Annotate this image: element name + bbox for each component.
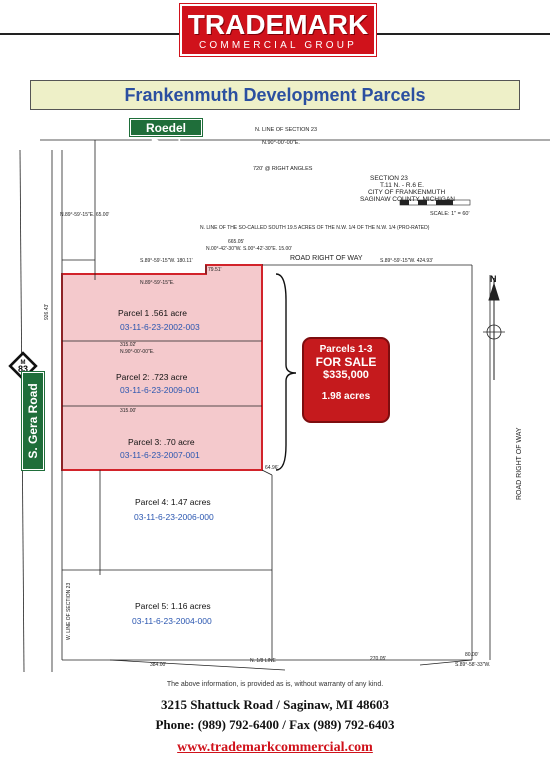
parcel-3-label: Parcel 3: .70 acre [128, 437, 195, 447]
north-arrow [483, 278, 505, 380]
sale-acres: 1.98 acres [321, 391, 371, 402]
section-line-bearing: N.90°-00'-00"E. [262, 140, 300, 146]
quarter-line-label: N. 1/8 LINE [250, 658, 277, 664]
north-arrow-label: N [490, 274, 497, 284]
dim-d16: N.00°-42'-30"W. S.00°-42'-30"E. 15.00' [206, 246, 292, 252]
disclaimer: The above information, is provided as is… [166, 681, 384, 688]
dim-d13: 665.05' [228, 239, 244, 245]
dim-d1: S.89°-59'-15"W. 180.11' [140, 258, 193, 264]
phone-fax: Phone: (989) 792-6400 / Fax (989) 792-64… [155, 717, 395, 732]
office-address: 3215 Shattuck Road / Saginaw, MI 48603 [161, 697, 389, 712]
survey-map: N N. LINE OF SECTION 23 N.90°-00'-00"E. … [19, 127, 550, 673]
dim-d11: 80.00' [465, 652, 479, 658]
dim-d14: N.89°-59'-15"E. 65.00' [60, 212, 109, 218]
south-line-note: N. LINE OF THE SO-CALLED SOUTH 19.5 ACRE… [200, 225, 430, 231]
dim-d10: 270.05' [370, 656, 386, 662]
road-row-east: ROAD RIGHT OF WAY [516, 427, 523, 500]
logo-main-text: TRADEMARK [187, 9, 369, 40]
sale-status: FOR SALE [315, 355, 377, 369]
dim-d3: 79.51' [208, 267, 222, 273]
website-link[interactable]: www.trademarkcommercial.com [177, 740, 373, 755]
parcel-3-id[interactable]: 03-11-6-23-2007-001 [120, 450, 200, 460]
section-label: SECTION 23 [370, 175, 408, 182]
sale-parcels: Parcels 1-3 [319, 344, 373, 355]
parcel-1-label: Parcel 1 .561 acre [118, 308, 187, 318]
parcel-1-id[interactable]: 03-11-6-23-2002-003 [120, 322, 200, 332]
sale-bracket [275, 273, 297, 471]
page-title-box: Frankenmuth Development Parcels [30, 80, 520, 110]
parcel-5-id[interactable]: 03-11-6-23-2004-000 [132, 616, 212, 626]
parcel-2-label: Parcel 2: .723 acre [116, 372, 188, 382]
city-label: CITY OF FRANKENMUTH [368, 189, 445, 196]
page-title: Frankenmuth Development Parcels [124, 85, 426, 105]
roedel-road-sign: Roedel Road [129, 118, 203, 151]
road-row-north: ROAD RIGHT OF WAY [290, 255, 363, 262]
dim-d9: 384.00' [150, 662, 166, 668]
county-label: SAGINAW COUNTY, MICHIGAN [360, 196, 455, 203]
route-letter: M [21, 360, 26, 366]
parcel-5-label: Parcel 5: 1.16 acres [135, 601, 211, 611]
dim-d7: 315.00' [120, 408, 136, 414]
parcel-4-id[interactable]: 03-11-6-23-2006-000 [134, 512, 214, 522]
for-sale-callout: Parcels 1-3 FOR SALE $335,000 1.98 acres [302, 337, 390, 423]
route-number: 83 [18, 364, 28, 374]
sale-price: $335,000 [323, 369, 369, 381]
right-angles-label: 720' @ RIGHT ANGLES [253, 166, 313, 172]
dim-d8: 64.96' [265, 465, 279, 471]
logo-sub-text: COMMERCIAL GROUP [198, 40, 358, 51]
parcel-2-id[interactable]: 03-11-6-23-2009-001 [120, 385, 200, 395]
scale-label: SCALE: 1" = 60' [430, 211, 470, 217]
gera-road-sign: S. Gera Road [21, 371, 45, 471]
dim-d12: S.89°-58'-33"W. [455, 662, 490, 668]
section-line-label: N. LINE OF SECTION 23 [255, 127, 317, 133]
trademark-logo: TRADEMARK COMMERCIAL GROUP [179, 3, 377, 57]
dim-d5: N.90°-00'-00"E. [120, 349, 154, 355]
township-label: T.11 N. - R.6 E. [380, 182, 424, 189]
logo-rule-left [0, 33, 180, 35]
gera-road-label: S. Gera Road [26, 383, 40, 459]
dim-d4: S.89°-59'-15"W. 424.93' [380, 258, 433, 264]
west-line-label: W. LINE OF SECTION 23 [66, 583, 72, 640]
dim-d2: N.89°-59'-15"E. [140, 280, 174, 286]
survey-boundary [19, 139, 550, 673]
scale-bar [399, 199, 471, 206]
dim-d15: 926.43' [44, 304, 50, 320]
logo-rule-right [376, 33, 550, 35]
parcel-4-label: Parcel 4: 1.47 acres [135, 497, 211, 507]
dim-d6: 315.02' [120, 342, 136, 348]
